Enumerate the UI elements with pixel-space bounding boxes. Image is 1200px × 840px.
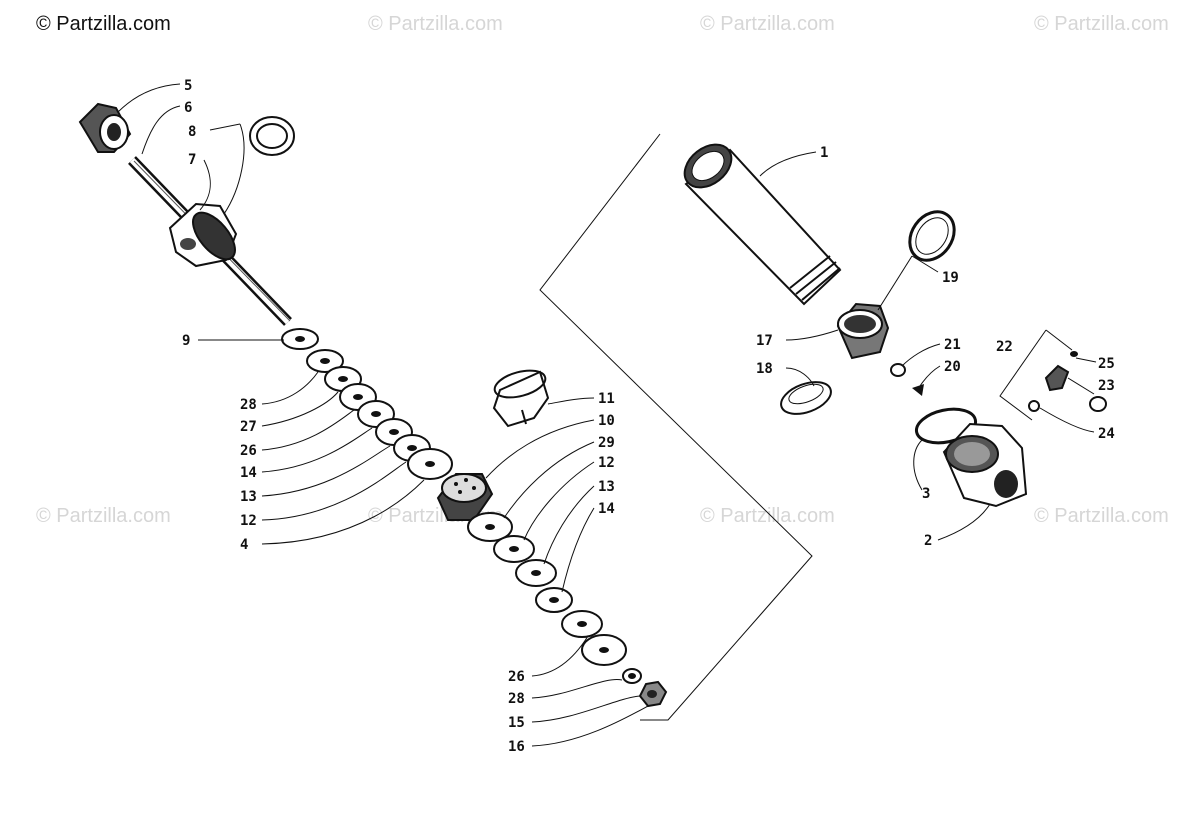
upper-eyelet	[78, 102, 132, 153]
rod-guide-cap	[168, 202, 238, 268]
washer-stack-lower	[467, 512, 627, 666]
watermark-faded: © Partzilla.com	[1034, 505, 1169, 527]
callout-28: 28	[240, 397, 257, 413]
callout-24: 24	[1098, 426, 1115, 442]
callout-1: 1	[820, 145, 828, 161]
small-ring-21	[890, 363, 906, 377]
callout-19: 19	[942, 270, 959, 286]
o-ring-8	[249, 116, 295, 156]
callout-12b: 12	[598, 455, 615, 471]
watermark-faded: © Partzilla.com	[1034, 13, 1169, 35]
callout-26: 26	[240, 443, 257, 459]
callout-3: 3	[922, 486, 930, 502]
split-ring-18	[780, 381, 832, 415]
callout-7: 7	[188, 152, 196, 168]
group-bracket	[539, 133, 813, 721]
callout-6: 6	[184, 100, 192, 116]
callout-11: 11	[598, 391, 615, 407]
reservoir-tube-1	[683, 143, 842, 306]
cap-23	[1089, 396, 1107, 412]
callout-27: 27	[240, 419, 257, 435]
callout-16: 16	[508, 739, 525, 755]
nut-washer-15	[622, 668, 642, 684]
watermark-faded: © Partzilla.com	[36, 505, 171, 527]
schrader-valve-25	[1044, 364, 1070, 392]
valve-core	[1070, 351, 1078, 357]
watermark-main: © Partzilla.com	[36, 13, 171, 35]
callout-29: 29	[598, 435, 615, 451]
callout-23: 23	[1098, 378, 1115, 394]
callout-13b: 13	[598, 479, 615, 495]
piston-4	[436, 473, 494, 521]
split-ring-11	[492, 369, 550, 428]
seal-ring-19-inner	[915, 217, 949, 255]
callout-2: 2	[924, 533, 932, 549]
lower-eyelet-body-2	[942, 422, 1028, 508]
bearing-17	[836, 302, 890, 360]
callout-10: 10	[598, 413, 615, 429]
washer-stack-upper	[281, 328, 453, 480]
o-ring-3	[914, 407, 978, 445]
callout-22: 22	[996, 339, 1013, 355]
callout-25: 25	[1098, 356, 1115, 372]
group-bracket-22	[999, 329, 1047, 421]
callout-14: 14	[240, 465, 257, 481]
callout-26b: 26	[508, 669, 525, 685]
callout-14b: 14	[598, 501, 615, 517]
washer-24	[1028, 400, 1040, 412]
callout-8: 8	[188, 124, 196, 140]
seal-ring-19	[908, 210, 956, 262]
callout-15: 15	[508, 715, 525, 731]
watermark-faded: © Partzilla.com	[700, 505, 835, 527]
callout-28b: 28	[508, 691, 525, 707]
callout-18: 18	[756, 361, 773, 377]
callout-5: 5	[184, 78, 192, 94]
valve-20	[912, 384, 924, 396]
callout-9: 9	[182, 333, 190, 349]
watermark-faded: © Partzilla.com	[368, 13, 503, 35]
nut-16	[638, 680, 668, 708]
callout-4: 4	[240, 537, 248, 553]
callout-21: 21	[944, 337, 961, 353]
callout-17: 17	[756, 333, 773, 349]
callout-13: 13	[240, 489, 257, 505]
o-ring-8-inner	[256, 123, 288, 149]
callout-20: 20	[944, 359, 961, 375]
group-bracket-22-top	[1045, 329, 1073, 351]
watermark-faded: © Partzilla.com	[700, 13, 835, 35]
callout-12: 12	[240, 513, 257, 529]
callout-labels: 5 6 8 7 9 28 27 26 14 13 12 4 11 10 29 1…	[117, 78, 1115, 755]
